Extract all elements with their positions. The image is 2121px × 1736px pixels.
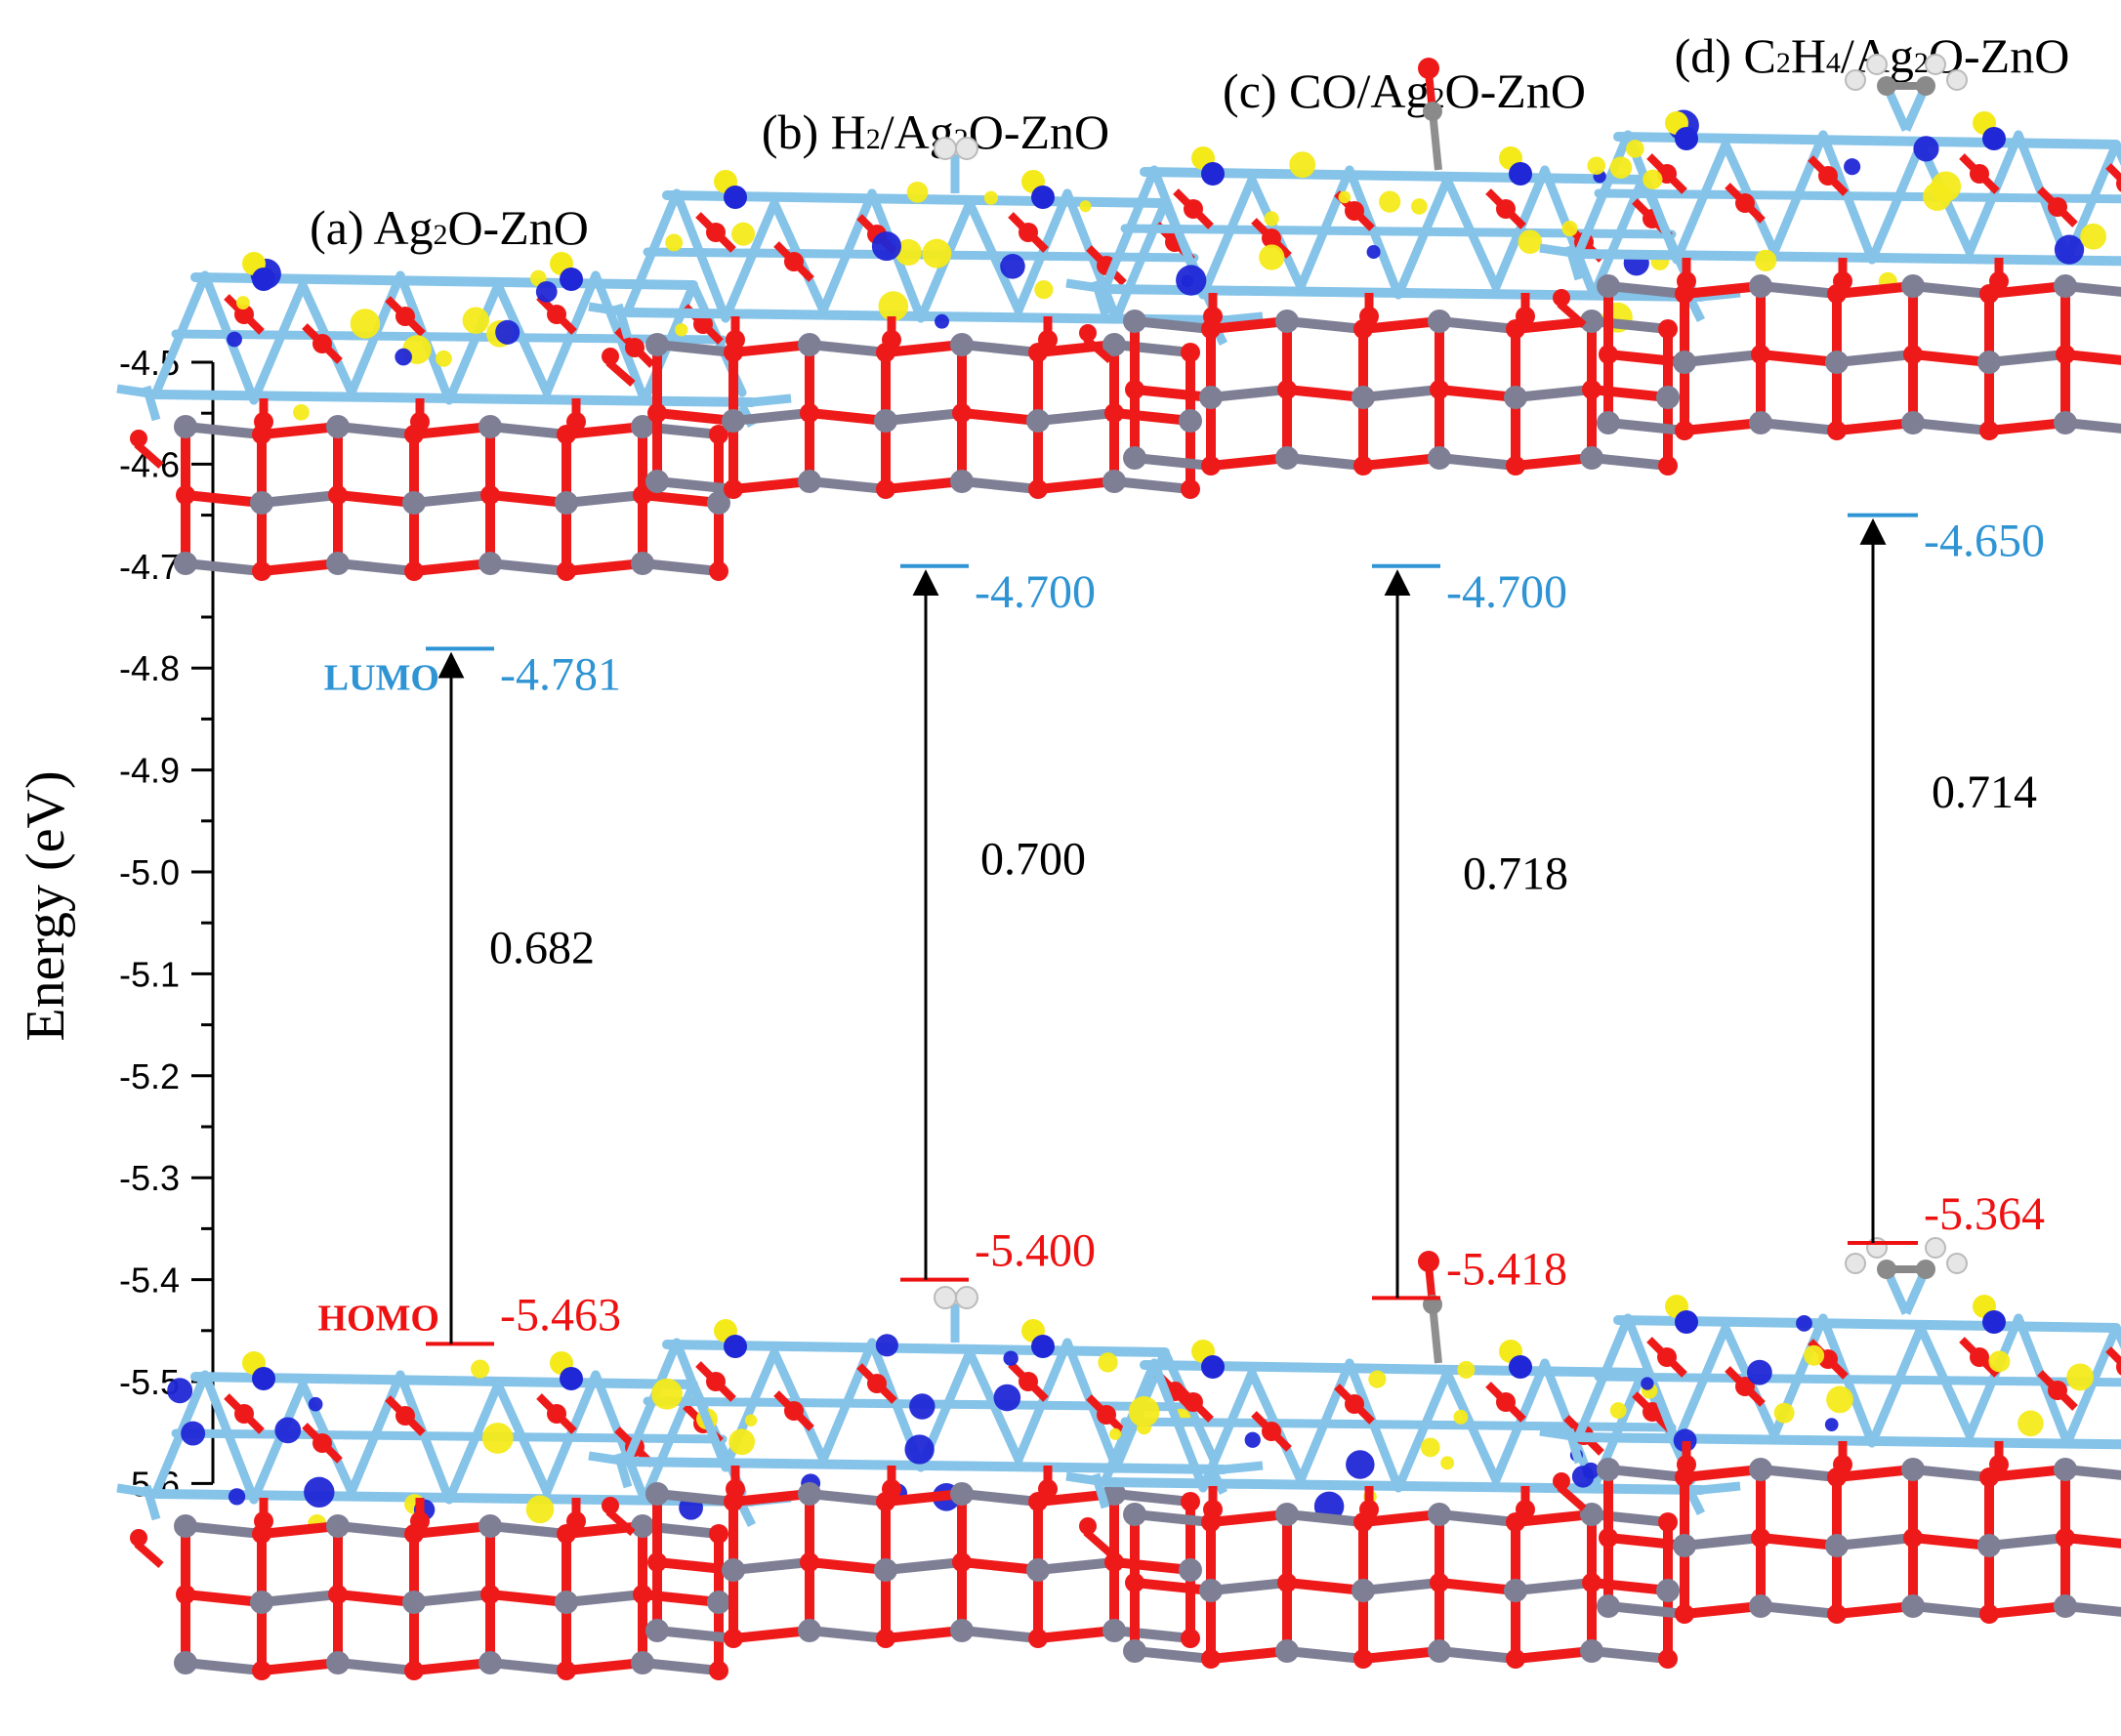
lumo-structure-c [1065, 58, 1741, 475]
gap-value-b: 0.700 [980, 833, 1086, 885]
homo-value-c: -5.418 [1446, 1243, 1567, 1295]
tick-label: -4.8 [119, 648, 180, 688]
lumo-value-b: -4.700 [975, 566, 1096, 618]
gap-value-c: 0.718 [1463, 848, 1568, 900]
lumo-value-c: -4.700 [1446, 566, 1567, 618]
gap-value-d: 0.714 [1932, 766, 2037, 818]
lumo-structure-a [116, 252, 792, 581]
homo-value-b: -5.400 [975, 1225, 1096, 1277]
homo-structure-b [588, 1286, 1264, 1648]
molecular-structures [116, 54, 2121, 1680]
homo-value-d: -5.364 [1924, 1188, 2045, 1240]
tick-label: -5.0 [119, 852, 180, 892]
homo-structure-a [116, 1351, 792, 1680]
panel-title-a: (a) Ag2O-ZnO [310, 200, 589, 255]
lumo-label: LUMO [324, 657, 439, 698]
energy-axis: -4.5-4.6-4.7-4.8-4.9-5.0-5.1-5.2-5.3-5.4… [16, 343, 215, 1504]
lumo-value-d: -4.650 [1924, 516, 2045, 567]
tick-label: -5.4 [119, 1261, 180, 1301]
tick-label: -5.3 [119, 1158, 180, 1198]
tick-label: -4.7 [119, 547, 180, 587]
lumo-structure-b [588, 137, 1264, 499]
tick-label: -5.2 [119, 1056, 180, 1096]
tick-label: -5.1 [119, 954, 180, 994]
gap-value-a: 0.682 [489, 923, 595, 974]
homo-label: HOMO [317, 1298, 439, 1339]
panel-title-c: (c) CO/Ag2O-ZnO [1223, 63, 1586, 118]
panel-title-d: (d) C2H4/Ag2O-ZnO [1675, 28, 2070, 83]
lumo-structure-d [1539, 54, 2121, 440]
tick-label: -4.9 [119, 751, 180, 791]
energy-levels: -4.781 -5.463 0.682 -4.700 -5.400 0.700 -4.700… [426, 513, 2045, 1346]
axis-title: Energy (eV) [16, 770, 76, 1041]
lumo-value-a: -4.781 [500, 648, 621, 700]
axis-ticks: -4.5-4.6-4.7-4.8-4.9-5.0-5.1-5.2-5.3-5.4… [119, 343, 213, 1504]
homo-value-a: -5.463 [500, 1289, 621, 1341]
homo-structure-d [1539, 1237, 2121, 1624]
